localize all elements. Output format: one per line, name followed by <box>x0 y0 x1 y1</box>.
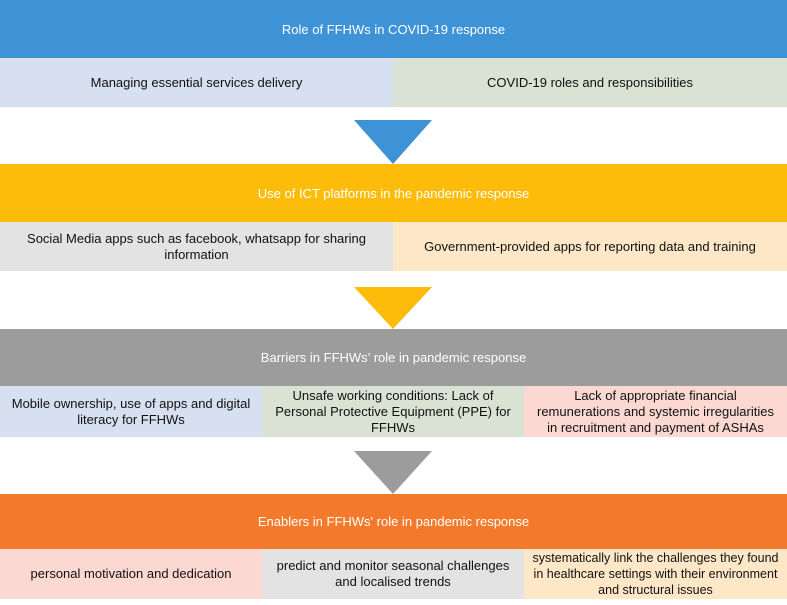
section-3-cell-3: Lack of appropriate financial remunerati… <box>524 386 787 437</box>
section-2-cell-1: Social Media apps such as facebook, what… <box>0 222 393 271</box>
section-1-cell-2: COVID-19 roles and responsibilities <box>393 58 787 107</box>
section-4-cell-2: predict and monitor seasonal challenges … <box>262 549 524 599</box>
section-2-cell-2: Government-provided apps for reporting d… <box>393 222 787 271</box>
section-4-cell-3: systematically link the challenges they … <box>524 549 787 599</box>
section-1-cell-1: Managing essential services delivery <box>0 58 393 107</box>
down-arrow-3 <box>354 451 432 494</box>
section-3-cell-1: Mobile ownership, use of apps and digita… <box>0 386 262 437</box>
section-3-cell-2: Unsafe working conditions: Lack of Perso… <box>262 386 524 437</box>
section-1-header: Role of FFHWs in COVID-19 response <box>0 0 787 58</box>
down-arrow-1 <box>354 120 432 164</box>
section-4-header: Enablers in FFHWs' role in pandemic resp… <box>0 494 787 549</box>
down-arrow-2 <box>354 287 432 329</box>
section-4-cell-1: personal motivation and dedication <box>0 549 262 599</box>
section-2-header: Use of ICT platforms in the pandemic res… <box>0 164 787 222</box>
section-3-header: Barriers in FFHWs’ role in pandemic resp… <box>0 329 787 386</box>
